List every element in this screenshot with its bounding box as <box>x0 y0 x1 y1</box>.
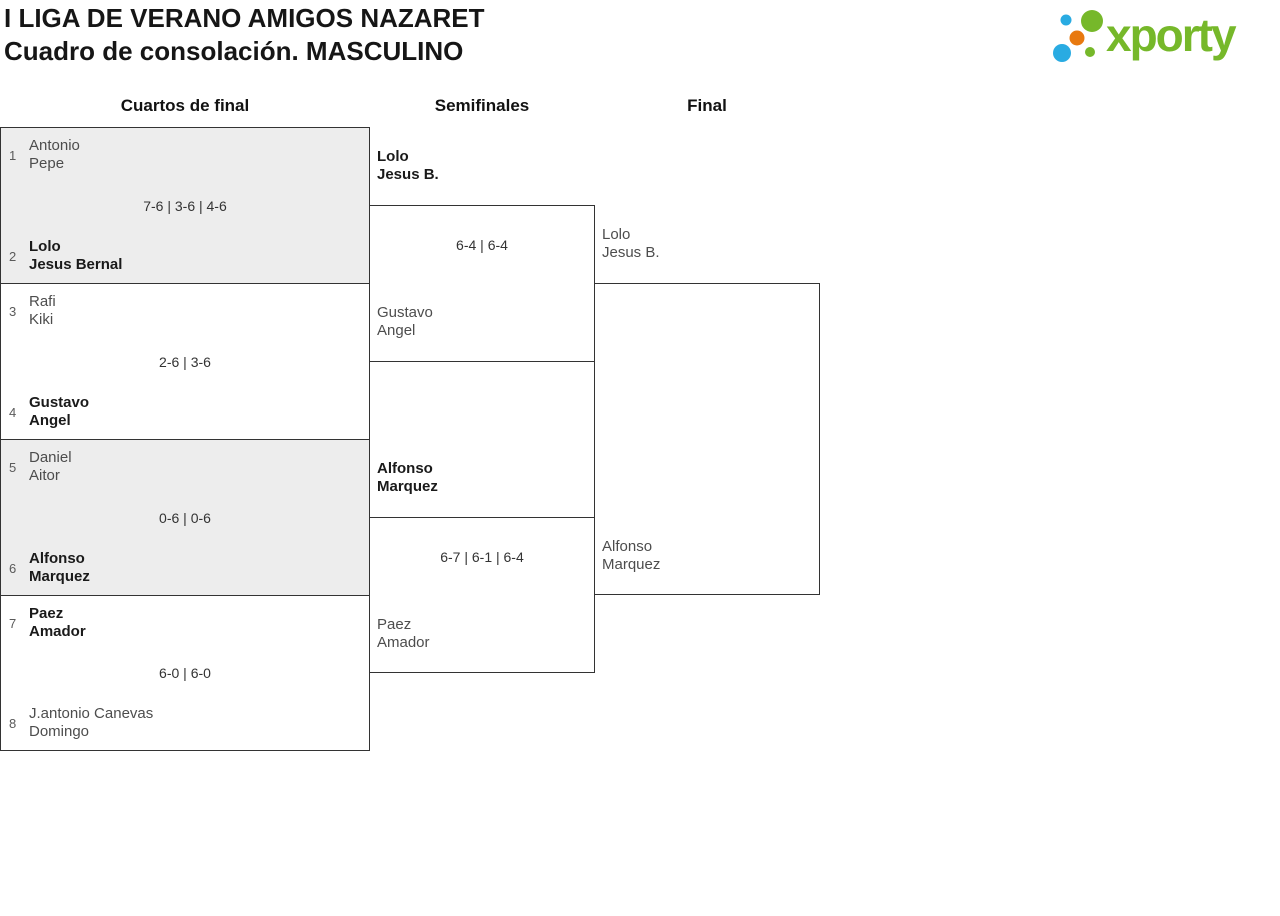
final-bottom-team: Alfonso Marquez <box>602 538 660 574</box>
player-name: Antonio <box>29 137 80 154</box>
round-header-final: Final <box>687 96 727 115</box>
logo-dot-blue-large <box>1053 44 1071 62</box>
player-name: Amador <box>29 623 86 640</box>
round-header-semifinales: Semifinales <box>434 96 530 115</box>
player-name: Aitor <box>29 467 60 484</box>
logo-dot-orange <box>1069 30 1085 46</box>
match-score: 7-6 | 3-6 | 4-6 <box>143 197 227 214</box>
sf2-top-team: Alfonso Marquez <box>377 460 438 496</box>
xporty-logo[interactable]: xporty <box>1049 4 1275 73</box>
seed-number: 5 <box>9 459 17 475</box>
player-name: Lolo <box>602 226 631 243</box>
sf2-bottom-team: Paez Amador <box>377 616 430 652</box>
player-name: Jesus B. <box>377 166 439 183</box>
player-name: Rafi <box>29 293 56 310</box>
team-names: J.antonio Canevas Domingo <box>29 705 153 741</box>
match-score: 6-0 | 6-0 <box>159 665 211 681</box>
team-entry: 5 Daniel Aitor <box>9 449 72 485</box>
seed-number: 6 <box>9 560 17 576</box>
match-qf-2: 3 Rafi Kiki 2-6 | 3-6 4 Gustavo Angel <box>0 283 370 440</box>
player-name: Lolo <box>377 148 409 165</box>
page-subtitle: Cuadro de consolación. MASCULINO <box>4 36 464 66</box>
team-entry: 1 Antonio Pepe <box>9 137 80 173</box>
team-entry: 7 Paez Amador <box>9 605 86 641</box>
round-header-cuartos: Cuartos de final <box>120 96 250 115</box>
sf1-top-team: Lolo Jesus B. <box>377 148 439 184</box>
player-name: Kiki <box>29 311 54 328</box>
player-name: Jesus Bernal <box>29 256 123 273</box>
match-qf-4: 7 Paez Amador 6-0 | 6-0 8 J.antonio Cane… <box>0 595 370 751</box>
team-names: Paez Amador <box>29 605 86 641</box>
match-sf-2 <box>369 517 595 673</box>
page-title: I LIGA DE VERANO AMIGOS NAZARET <box>4 3 485 33</box>
seed-number: 8 <box>9 715 17 731</box>
logo-dot-green-small <box>1085 47 1095 57</box>
team-names: Antonio Pepe <box>29 137 80 173</box>
seed-number: 7 <box>9 615 17 631</box>
player-name: Daniel <box>29 449 72 466</box>
player-name: Lolo <box>29 238 61 255</box>
player-name: Paez <box>377 616 412 633</box>
player-name: Alfonso <box>377 460 433 477</box>
player-name: Domingo <box>29 723 90 740</box>
player-name: Gustavo <box>377 304 433 321</box>
seed-number: 3 <box>9 303 17 319</box>
header-titles: I LIGA DE VERANO AMIGOS NAZARET Cuadro d… <box>4 2 485 68</box>
player-name: Angel <box>377 322 416 339</box>
player-name: Jesus B. <box>602 244 660 261</box>
seed-number: 4 <box>9 404 17 420</box>
seed-number: 1 <box>9 147 17 163</box>
team-names: Lolo Jesus Bernal <box>29 238 122 274</box>
team-entry: 3 Rafi Kiki <box>9 293 56 329</box>
match-score: 6-4 | 6-4 <box>456 237 508 253</box>
player-name: Alfonso <box>29 550 85 567</box>
match-final <box>594 283 820 595</box>
team-entry: 4 Gustavo Angel <box>9 394 89 430</box>
match-score: 2-6 | 3-6 <box>159 353 211 370</box>
team-entry: 6 Alfonso Marquez <box>9 550 90 586</box>
team-names: Rafi Kiki <box>29 293 56 329</box>
player-name: Pepe <box>29 155 65 172</box>
player-name: Angel <box>29 412 71 429</box>
team-names: Daniel Aitor <box>29 449 72 485</box>
seed-number: 2 <box>9 248 17 264</box>
player-name: Gustavo <box>29 394 90 411</box>
final-top-team: Lolo Jesus B. <box>602 226 660 262</box>
logo-dot-blue-small <box>1060 14 1072 26</box>
match-score: 0-6 | 0-6 <box>159 509 211 526</box>
team-entry: 8 J.antonio Canevas Domingo <box>9 705 153 741</box>
player-name: Marquez <box>29 568 90 585</box>
match-qf-1: 1 Antonio Pepe 7-6 | 3-6 | 4-6 2 Lolo Je… <box>0 127 370 284</box>
sf1-bottom-team: Gustavo Angel <box>377 304 433 340</box>
xporty-logo-icon: xporty <box>1053 9 1239 62</box>
team-names: Alfonso Marquez <box>29 550 90 586</box>
player-name: Marquez <box>602 556 661 573</box>
team-entry: 2 Lolo Jesus Bernal <box>9 238 122 274</box>
logo-wordmark: xporty <box>1106 9 1237 61</box>
match-score: 6-7 | 6-1 | 6-4 <box>440 549 524 565</box>
player-name: J.antonio Canevas <box>29 705 154 722</box>
logo-dot-green-large <box>1081 10 1103 32</box>
team-names: Gustavo Angel <box>29 394 89 430</box>
player-name: Alfonso <box>602 538 653 555</box>
player-name: Amador <box>377 634 430 651</box>
match-qf-3: 5 Daniel Aitor 0-6 | 0-6 6 Alfonso Marqu… <box>0 439 370 596</box>
player-name: Paez <box>29 605 64 622</box>
player-name: Marquez <box>377 478 438 495</box>
